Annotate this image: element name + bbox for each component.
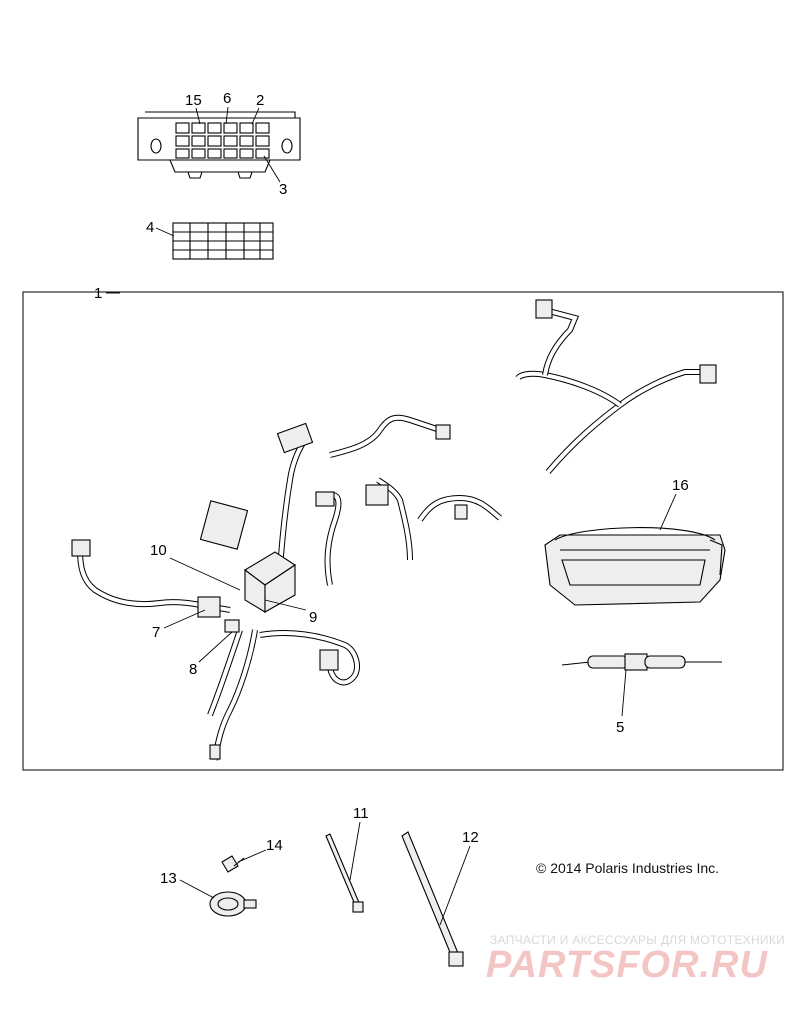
fuse-label-decal bbox=[172, 222, 274, 260]
callout-16: 16 bbox=[659, 477, 689, 531]
callout-15: 15 bbox=[185, 92, 202, 125]
watermark-tagline: ЗАПЧАСТИ И АКСЕССУАРЫ ДЛЯ МОТОТЕХНИКИ bbox=[490, 933, 786, 947]
callout-1: 1 bbox=[94, 285, 120, 302]
svg-text:1: 1 bbox=[94, 285, 102, 302]
svg-text:7: 7 bbox=[152, 624, 160, 641]
harness-connectors bbox=[71, 299, 717, 760]
fuse-relay-box bbox=[137, 111, 301, 179]
svg-text:6: 6 bbox=[223, 90, 231, 107]
cable-tie-small bbox=[325, 833, 364, 913]
mounting-clamp bbox=[209, 891, 257, 917]
svg-text:5: 5 bbox=[616, 719, 624, 736]
svg-text:13: 13 bbox=[160, 870, 177, 887]
mounting-bolt bbox=[221, 855, 245, 873]
callout-2: 2 bbox=[251, 92, 264, 125]
callout-9: 9 bbox=[264, 599, 317, 626]
callout-10: 10 bbox=[150, 542, 241, 591]
callout-5: 5 bbox=[616, 669, 627, 736]
wire-harness bbox=[77, 307, 700, 761]
callout-8: 8 bbox=[189, 631, 233, 678]
svg-text:16: 16 bbox=[672, 477, 689, 494]
svg-text:12: 12 bbox=[462, 829, 479, 846]
fuse-slots bbox=[175, 122, 270, 159]
copyright-notice: © 2014 Polaris Industries Inc. bbox=[536, 860, 720, 876]
callout-3: 3 bbox=[263, 155, 287, 198]
svg-text:3: 3 bbox=[279, 181, 287, 198]
callout-11: 11 bbox=[349, 805, 369, 881]
callout-7: 7 bbox=[152, 609, 206, 641]
relay-cover bbox=[544, 527, 726, 606]
callout-12: 12 bbox=[439, 829, 479, 926]
svg-text:11: 11 bbox=[353, 805, 369, 822]
callout-4: 4 bbox=[146, 219, 175, 237]
svg-text:14: 14 bbox=[266, 837, 283, 854]
callout-13: 13 bbox=[160, 870, 215, 899]
svg-text:9: 9 bbox=[309, 609, 317, 626]
watermark-brand: PARTSFOR.RU bbox=[486, 944, 768, 986]
callout-6: 6 bbox=[223, 90, 231, 125]
svg-text:2: 2 bbox=[256, 92, 264, 109]
cable-tie-large bbox=[401, 831, 464, 967]
harness-frame bbox=[22, 291, 784, 771]
fusible-link bbox=[561, 653, 722, 671]
svg-text:4: 4 bbox=[146, 219, 154, 236]
svg-text:15: 15 bbox=[185, 92, 202, 109]
callout-14: 14 bbox=[237, 837, 283, 863]
svg-text:8: 8 bbox=[189, 661, 197, 678]
svg-text:10: 10 bbox=[150, 542, 167, 559]
